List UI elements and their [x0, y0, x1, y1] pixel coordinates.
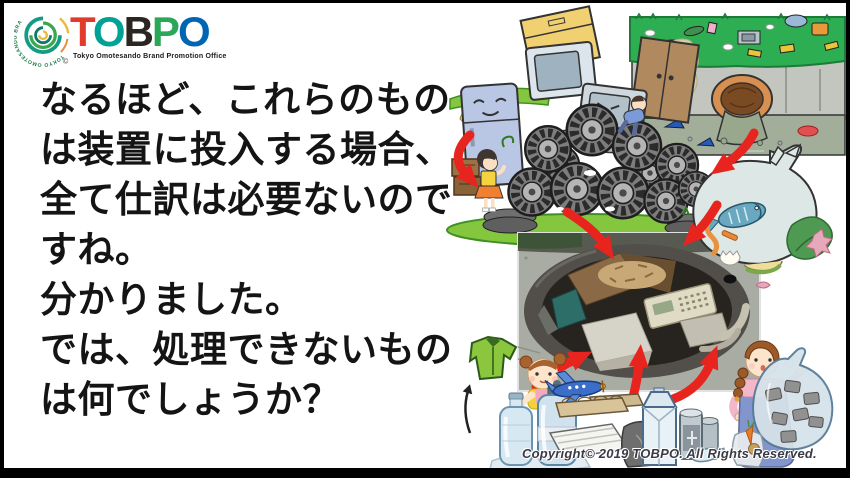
climbing-boy-illustration — [617, 95, 648, 137]
copyright-text: Copyright© 2019 TOBPO. All Rights Reserv… — [522, 446, 817, 461]
dialogue-line: 全て仕訳は必要ないので — [40, 179, 453, 220]
dialogue-line: では、処理できないもの — [40, 329, 453, 370]
jacket-illustration — [468, 335, 518, 381]
dialogue-line: すね。 — [40, 229, 153, 270]
red-arrow — [562, 207, 615, 260]
milk-carton-illustration — [641, 387, 678, 466]
wordmark-letter: O — [177, 8, 211, 55]
red-arrow — [710, 128, 759, 175]
wordmark-letter: P — [151, 8, 180, 55]
bag-of-cans — [752, 347, 834, 451]
wordmark-letter: T — [70, 8, 95, 55]
reuse-arrow — [462, 384, 473, 434]
illegal-dumping-illustration — [446, 5, 724, 247]
plastic-bottle — [499, 392, 533, 466]
food-waste-bag-illustration — [692, 143, 833, 289]
egg-carton-illustration — [555, 393, 645, 418]
tobpo-wordmark: TOBPO — [70, 8, 211, 55]
can-illustration — [679, 408, 719, 460]
logo-copyright-glyph: © — [63, 56, 69, 65]
waste-collage-illustration — [446, 5, 846, 468]
small-bottle-illustration — [691, 447, 726, 463]
recyclables-illustration — [544, 370, 726, 468]
red-arrow — [668, 345, 719, 404]
dialogue-line: なるほど、これらのもの — [40, 79, 451, 120]
food-scrap-bag — [731, 419, 765, 468]
dialogue-line: は装置に投入する場合、 — [40, 129, 453, 170]
dialogue-line: 分かりました。 — [40, 279, 303, 320]
woman-with-trash-bag-illustration — [729, 340, 834, 468]
dumped-tv-illustration — [524, 40, 598, 101]
red-arrow — [453, 130, 479, 188]
red-arrow — [682, 200, 722, 247]
dumped-cabinet-illustration — [629, 36, 700, 124]
toy-airplane-illustration — [544, 370, 606, 409]
dialogue-text: なるほど、これらのもの は装置に投入する場合、 全て仕訳は必要ないので すね。 … — [40, 75, 460, 425]
wordmark-letter: O — [92, 8, 126, 55]
logo-subtitle: Tokyo Omotesando Brand Promotion Office — [73, 53, 227, 60]
tobpo-swirl-logo-icon: TOKYO OMOTESANDO BRAND © — [14, 7, 70, 67]
dialogue-line: は何でしょうか？ — [40, 379, 340, 420]
wordmark-letter: B — [123, 8, 154, 55]
